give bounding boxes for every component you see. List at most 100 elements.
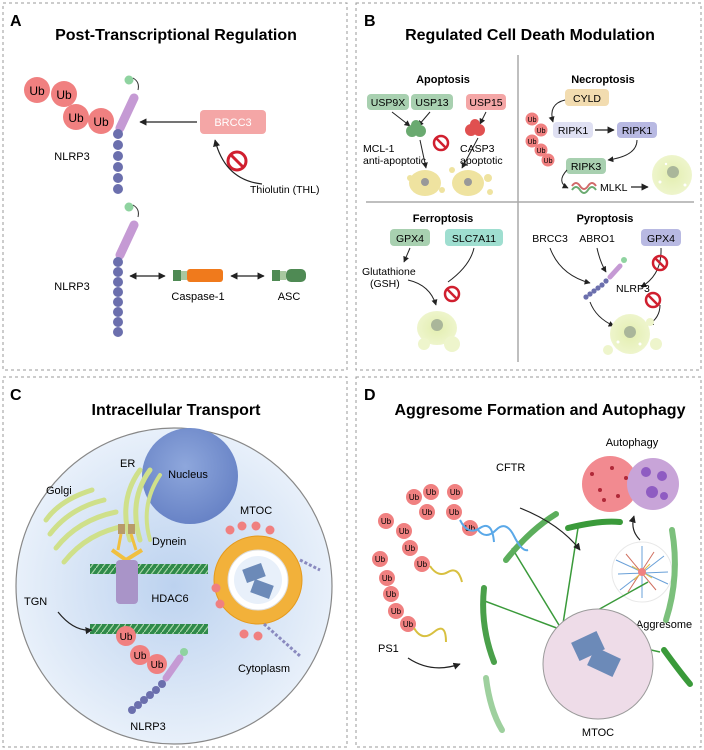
er-label: ER bbox=[120, 458, 135, 470]
ub-label: Ub bbox=[528, 139, 537, 146]
nlrp3-transport-label: NLRP3 bbox=[130, 721, 165, 733]
ub-label: Ub bbox=[537, 148, 546, 155]
usp9x-label: USP9X bbox=[371, 97, 405, 109]
dynein-label: Dynein bbox=[152, 536, 186, 548]
ub-label: Ub bbox=[528, 117, 537, 124]
panel-b-letter: B bbox=[364, 13, 376, 30]
casp3-label: CASP3 bbox=[460, 143, 495, 155]
pyro-gpx4-label: GPX4 bbox=[647, 233, 675, 245]
brcc3-label: BRCC3 bbox=[214, 117, 251, 129]
necroptosis-title: Necroptosis bbox=[571, 74, 635, 86]
ub-chain-ps1: Ub Ub Ub Ub Ub bbox=[372, 551, 447, 643]
ub-label: Ub bbox=[409, 493, 420, 502]
hdac6-label: HDAC6 bbox=[151, 593, 188, 605]
cftr-label: CFTR bbox=[496, 462, 525, 474]
microtubule-filament bbox=[480, 511, 693, 733]
apoptotic-cell bbox=[449, 167, 493, 196]
panel-a-frame bbox=[2, 2, 348, 371]
ub-chain-top: Ub Ub Ub Ub bbox=[24, 77, 114, 134]
ferroptosis-title: Ferroptosis bbox=[413, 213, 474, 225]
usp-enzyme-green bbox=[406, 120, 426, 137]
ub-label: Ub bbox=[381, 517, 392, 526]
panel-a-title: Post-Transcriptional Regulation bbox=[55, 27, 297, 44]
ub-label: Ub bbox=[450, 488, 461, 497]
microtubule bbox=[90, 624, 208, 634]
autophagy-label: Autophagy bbox=[606, 437, 659, 449]
mcl1-label: MCL-1 bbox=[363, 143, 395, 155]
thiolutin-label: Thiolutin (THL) bbox=[250, 184, 319, 196]
ferro-gpx4-label: GPX4 bbox=[396, 233, 424, 245]
ripk3-label: RIPK3 bbox=[571, 161, 602, 173]
aggresome-label: Aggresome bbox=[636, 619, 692, 631]
mcl1-sub-label: anti-apoptotic bbox=[363, 155, 426, 167]
panel-d-letter: D bbox=[364, 387, 376, 404]
mtoc-structure bbox=[211, 521, 321, 658]
cell-membrane bbox=[15, 427, 333, 745]
ripk1-label: RIPK1 bbox=[558, 125, 589, 137]
ub-label: Ub bbox=[403, 620, 414, 629]
ub-label: Ub bbox=[375, 555, 386, 564]
inhibit-icon bbox=[644, 291, 662, 309]
ub-label: Ub bbox=[382, 574, 393, 583]
slc7a11-label: SLC7A11 bbox=[452, 233, 496, 245]
ub-label: Ub bbox=[68, 111, 84, 125]
mtoc-label-c: MTOC bbox=[240, 505, 272, 517]
pyroptotic-cell bbox=[603, 314, 662, 355]
panel-c-title: Intracellular Transport bbox=[92, 402, 262, 419]
abro1-label: ABRO1 bbox=[579, 233, 615, 245]
panel-b-title: Regulated Cell Death Modulation bbox=[405, 27, 655, 44]
nlrp3-top-chain bbox=[113, 75, 139, 194]
tgn-label: TGN bbox=[24, 596, 47, 608]
asc-shape bbox=[272, 269, 306, 282]
cytoplasm-label: Cytoplasm bbox=[238, 663, 290, 675]
ub-label: Ub bbox=[399, 527, 410, 536]
pyro-nlrp3-chain bbox=[583, 257, 627, 300]
ub-label: Ub bbox=[417, 560, 428, 569]
inhibit-icon bbox=[443, 285, 461, 303]
ub-chain-necroptosis: Ub Ub Ub Ub Ub bbox=[525, 112, 555, 167]
pyroptosis-title: Pyroptosis bbox=[577, 213, 634, 225]
nucleus bbox=[142, 428, 238, 524]
nlrp3-top-label: NLRP3 bbox=[54, 151, 89, 163]
apoptosis-title: Apoptosis bbox=[416, 74, 470, 86]
gsh-label: Glutathione bbox=[362, 266, 416, 278]
ub-chain-transport: Ub Ub Ub bbox=[116, 626, 167, 674]
ub-label: Ub bbox=[544, 158, 553, 165]
ub-label: Ub bbox=[391, 607, 402, 616]
panel-c-frame bbox=[2, 376, 348, 748]
usp13-label: USP13 bbox=[415, 97, 448, 109]
ub-label: Ub bbox=[134, 651, 147, 662]
asc-label: ASC bbox=[278, 291, 301, 303]
panel-a-letter: A bbox=[10, 13, 22, 30]
nucleus-label: Nucleus bbox=[168, 469, 208, 481]
ub-label: Ub bbox=[537, 128, 546, 135]
nlrp3-bottom-chain bbox=[113, 202, 139, 337]
mtoc-label-d: MTOC bbox=[582, 727, 614, 739]
pyro-brcc3-label: BRCC3 bbox=[532, 233, 568, 245]
ub-label: Ub bbox=[426, 488, 437, 497]
mlkl-protein bbox=[571, 182, 597, 194]
caspase-1-shape bbox=[173, 269, 223, 282]
ripk1-label: RIPK1 bbox=[622, 125, 653, 137]
inhibit-icon bbox=[651, 254, 669, 272]
ub-label: Ub bbox=[56, 88, 72, 102]
usp15-label: USP15 bbox=[469, 97, 502, 109]
panel-c-letter: C bbox=[10, 387, 22, 404]
inhibit-icon bbox=[432, 134, 450, 152]
autophagosome bbox=[582, 456, 679, 512]
ub-label: Ub bbox=[422, 508, 433, 517]
ub-label: Ub bbox=[386, 590, 397, 599]
microtubule bbox=[90, 564, 208, 574]
nlrp3-bottom-label: NLRP3 bbox=[54, 281, 89, 293]
apoptotic-cell bbox=[407, 170, 445, 196]
ub-label: Ub bbox=[93, 115, 109, 129]
pyro-nlrp3-label: NLRP3 bbox=[616, 283, 650, 295]
ub-chain-cftr: Ub Ub Ub Ub Ub Ub bbox=[406, 484, 529, 552]
ub-label: Ub bbox=[151, 660, 164, 671]
ub-label: Ub bbox=[120, 632, 133, 643]
aggresome-cluster bbox=[611, 541, 673, 603]
centriole-pair bbox=[571, 631, 621, 677]
usp-enzyme-red bbox=[465, 119, 485, 136]
panel-d-frame bbox=[355, 376, 702, 748]
